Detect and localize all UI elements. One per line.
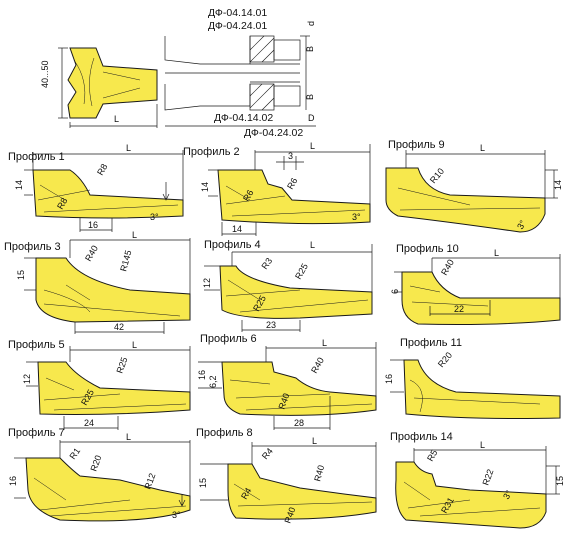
profile-4-dim-2: 12 [202,278,212,288]
profile-2: Профиль 2 L 3 14 R6 R6 14 3° [183,141,371,236]
profile-5-title: Профиль 5 [8,339,65,351]
profile-6-dim-4: R40 [309,356,326,375]
profile-8-dim-3: R4 [260,446,275,461]
profile-1-title: Профиль 1 [8,151,65,163]
profile-6-dim-3: 6,2 [208,375,218,388]
profile-4-dim-6: 23 [266,320,276,330]
profile-6-title: Профиль 6 [200,333,257,345]
profile-1-dim-6: 3° [150,212,159,222]
profile-2-dim-2: 3 [288,151,293,161]
profile-10-dim-3: R40 [439,258,456,277]
profile-1: Профиль 1 L 14 R8 R8 16 3° [8,143,184,232]
profile-10: Профиль 10 L 6 R40 22 [390,243,561,325]
profile-7-dim-6: 3° [172,510,181,520]
profile-2-dim-4: R6 [285,176,299,191]
profile-5-dim-1: L [132,340,137,350]
profile-3-dim-2: 15 [16,270,26,280]
profile-9-title: Профиль 9 [388,139,445,151]
width-letter-top: B [305,46,315,52]
profile-7-title: Профиль 7 [8,427,65,439]
profile-2-dim-3: 14 [200,182,210,192]
profile-8-dim-1: L [312,436,317,446]
profile-1-dim-3: R8 [95,162,109,177]
profile-2-title: Профиль 2 [183,146,240,158]
profile-3-dim-5: 42 [114,322,124,332]
profile-7-dim-1: L [126,432,131,442]
profile-8-dim-5: R40 [312,464,326,483]
profile-14-dim-3: R22 [480,468,495,487]
profile-8-dim-4: R4 [239,486,253,501]
profile-3: Профиль 3 L 15 R40 R145 42 [4,230,191,334]
profile-14-title: Профиль 14 [390,431,453,443]
profile-10-title: Профиль 10 [396,243,459,255]
code-1: ДФ-04.14.01 [208,7,267,19]
profile-6: Профиль 6 L 16 6,2 R40 R40 28 [197,333,377,430]
profile-9-dim-2: R10 [428,166,446,185]
profile-1-dim-4: R8 [55,196,69,211]
profile-14-dim-2: R5 [425,448,439,463]
profile-4: Профиль 4 L 12 R3 R25 R25 23 [202,239,373,332]
profile-2-dim-6: 14 [232,224,242,234]
profile-8-dim-2: 15 [198,478,208,488]
width-letter-bottom: B [305,94,315,100]
profile-6-dim-6: 28 [294,418,304,428]
profile-4-title: Профиль 4 [204,239,261,251]
profile-14-dim-6: 15 [555,476,565,486]
profile-1-dim-2: 14 [14,180,24,190]
profile-3-dim-4: R145 [118,249,133,272]
profile-10-dim-1: L [494,248,499,258]
profile-1-dim-5: 16 [88,220,98,230]
profile-4-dim-4: R25 [293,262,310,281]
profile-6-dim-1: L [322,338,327,348]
profile-4-dim-3: R3 [259,256,274,271]
profile-6-dim-2: 16 [197,370,207,380]
profile-7-dim-5: R12 [142,472,157,491]
profile-8: Профиль 8 L 15 R4 R4 R40 R40 [196,427,377,525]
profile-3-dim-3: R40 [83,244,100,263]
tool-side-view: 40...50 L [40,47,158,128]
profile-7-dim-2: 16 [8,476,18,486]
diameter-letter: D [308,113,315,123]
tool-height-label: 40...50 [40,60,50,88]
profile-3-dim-1: L [132,230,137,240]
profile-4-dim-1: L [310,240,315,250]
tool-length-label: L [114,114,119,124]
profile-11-title: Профиль 11 [400,337,462,349]
profile-14: Профиль 14 L R5 R22 R31 3° 15 [390,431,565,529]
profile-5: Профиль 5 L 12 R25 R25 24 [8,339,191,430]
profile-5-dim-5: 24 [84,418,94,428]
profile-11-dim-1: 16 [384,374,394,384]
profile-11: Профиль 11 16 R20 [384,337,561,419]
profile-7-dim-4: R20 [88,454,103,473]
profile-7: Профиль 7 L 16 R1 R20 R12 3° [8,427,191,522]
profile-10-dim-4: 22 [454,304,464,314]
profile-8-title: Профиль 8 [196,427,253,439]
code-4: ДФ-04.24.02 [244,127,303,139]
profile-9-dim-3: 14 [553,180,563,190]
profile-2-dim-7: 3° [352,212,361,222]
profile-9-dim-1: L [480,143,485,153]
profile-7-dim-3: R1 [67,446,82,461]
profile-11-dim-2: R20 [436,350,454,369]
profile-1-dim-1: L [126,143,131,153]
bore-letter: d [306,21,316,26]
profile-3-title: Профиль 3 [4,241,61,253]
profile-2-dim-5: R6 [241,188,255,203]
profile-9: Профиль 9 L R10 14 3° [385,139,563,233]
profile-10-dim-2: 6 [390,289,400,294]
profile-5-dim-3: R25 [114,356,129,375]
profile-2-dim-1: L [310,141,315,151]
profile-14-dim-1: L [480,440,485,450]
cutter-section: d B B D ДФ-04.14.01 ДФ-04.24.01 ДФ-04.14… [164,7,316,139]
code-2: ДФ-04.24.01 [208,20,267,32]
code-3: ДФ-04.14.02 [214,112,273,124]
profile-5-dim-2: 12 [22,374,32,384]
